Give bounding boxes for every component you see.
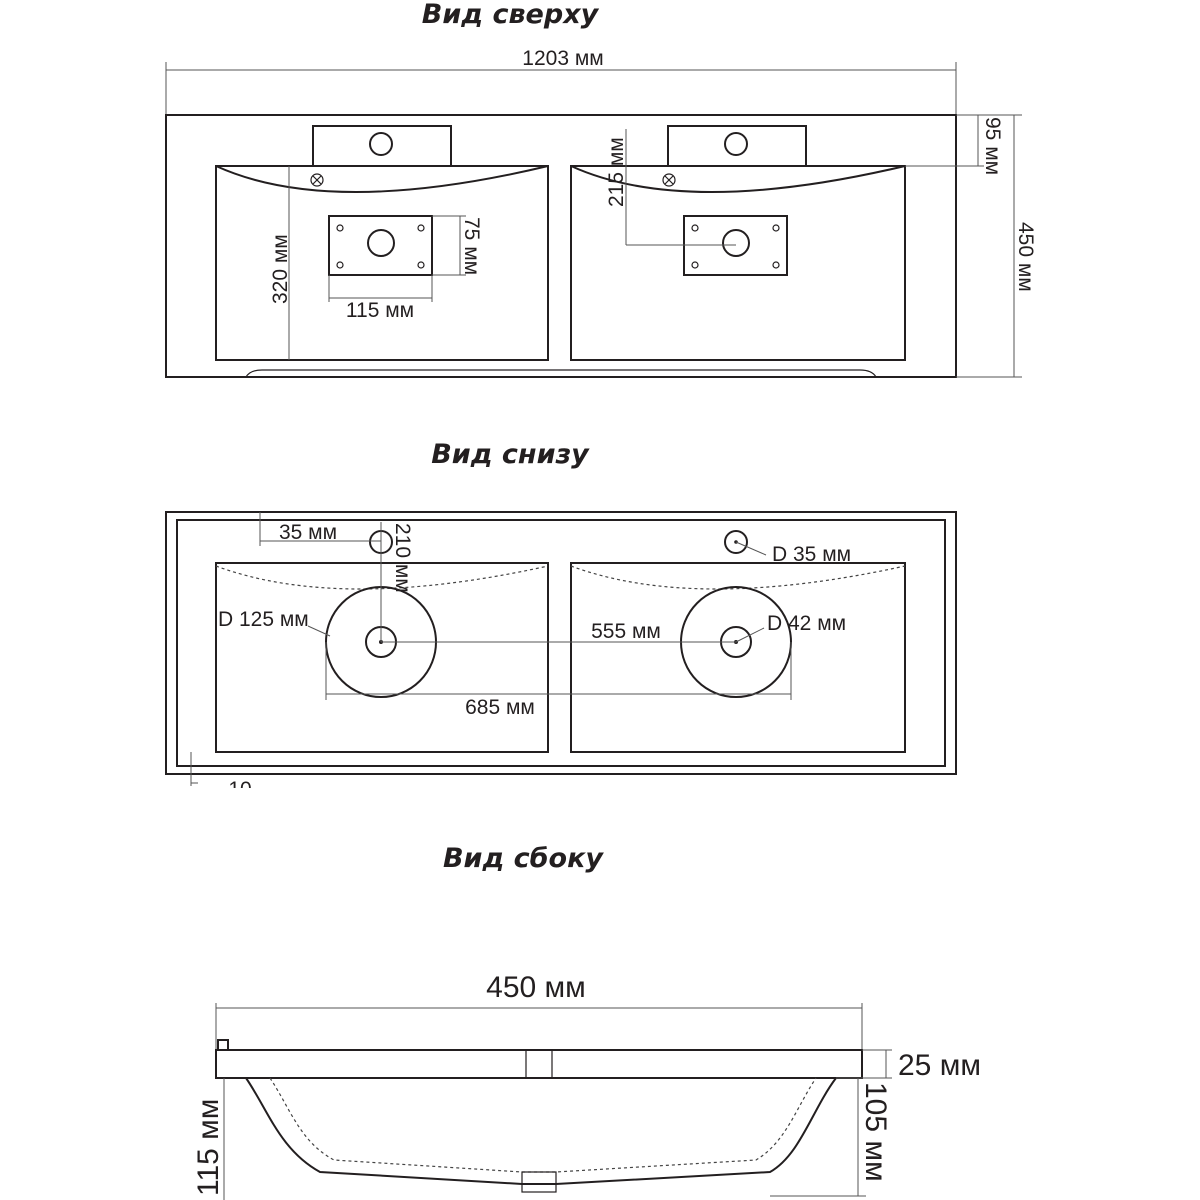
left-faucet-plinth xyxy=(312,125,452,167)
right-drain-hole xyxy=(722,229,750,257)
side-view-title: Вид сбоку xyxy=(443,843,604,874)
bottom-outer-span-dimension: 685 мм xyxy=(325,642,792,719)
top-depth-label: 450 мм xyxy=(1014,222,1037,292)
top-front-lip xyxy=(245,369,877,378)
side-slab-thickness-dimension: 25 мм xyxy=(862,1049,981,1082)
side-bowl xyxy=(245,1077,837,1193)
bottom-drain-outer-callout: D 125 мм xyxy=(218,608,331,637)
bottom-outer-outline xyxy=(165,511,957,775)
left-mount-plate xyxy=(328,215,433,276)
top-view: Вид сверху 1203 мм xyxy=(165,0,1037,378)
top-width-dimension: 1203 мм xyxy=(165,47,957,115)
top-width-label: 1203 мм xyxy=(522,47,603,70)
bottom-drain-spacing-dimension: 555 мм xyxy=(381,620,736,643)
right-faucet-plinth xyxy=(667,125,807,167)
bottom-faucet-hole-callout: D 35 мм xyxy=(735,541,851,566)
side-depth-dimension: 450 мм xyxy=(215,971,863,1050)
top-bowl-depth-dimension: 320 мм xyxy=(269,166,292,360)
top-countertop-outline xyxy=(165,114,957,378)
right-faucet-hole xyxy=(724,132,748,156)
left-drain-hole xyxy=(367,229,395,257)
left-faucet-hole xyxy=(369,132,393,156)
bottom-faucet-hole-label: D 35 мм xyxy=(772,543,851,566)
bottom-view: Вид снизу 35 мм xyxy=(165,439,957,808)
bottom-view-title: Вид снизу xyxy=(431,439,590,470)
side-slab xyxy=(215,1039,863,1079)
bottom-edge-dimension: 10 xyxy=(180,752,290,808)
bottom-faucet-y-dimension: 210 мм xyxy=(380,522,414,642)
side-total-height-label: 115 мм xyxy=(192,1099,225,1196)
top-plate-height-dimension: 75 мм xyxy=(432,215,483,276)
right-faucet-hole-bottom xyxy=(724,530,748,554)
top-back-offset-dimension: 95 мм xyxy=(905,114,1004,175)
left-overflow-icon xyxy=(310,173,324,187)
top-plate-width-dimension: 115 мм xyxy=(328,275,433,322)
top-view-title: Вид сверху xyxy=(422,0,600,30)
left-bowl-top xyxy=(215,165,549,361)
bottom-faucet-x-label: 35 мм xyxy=(279,521,337,544)
left-bowl-bottom xyxy=(215,562,549,753)
bottom-drain-inner-label: D 42 мм xyxy=(767,612,846,635)
top-drain-offset-dimension: 215 мм xyxy=(605,129,736,246)
side-total-height-dimension: 115 мм xyxy=(192,1078,225,1200)
top-plate-height-label: 75 мм xyxy=(460,217,483,275)
top-bowl-depth-label: 320 мм xyxy=(269,234,292,304)
side-bowl-height-dimension: 105 мм xyxy=(770,1077,892,1197)
bottom-drain-spacing-label: 555 мм xyxy=(591,620,661,643)
side-slab-thickness-label: 25 мм xyxy=(898,1049,981,1082)
right-bowl-bottom xyxy=(570,562,906,753)
bottom-faucet-y-label: 210 мм xyxy=(391,523,414,593)
bottom-drain-outer-label: D 125 мм xyxy=(218,608,309,631)
top-drain-offset-label: 215 мм xyxy=(605,137,628,207)
side-drain-outlet xyxy=(521,1171,557,1193)
bottom-inner-outline xyxy=(176,519,946,767)
right-overflow-icon xyxy=(662,173,676,187)
bottom-drain-inner-callout: D 42 мм xyxy=(735,612,846,643)
top-plate-width-label: 115 мм xyxy=(346,299,414,322)
top-back-offset-label: 95 мм xyxy=(981,117,1004,175)
bottom-outer-span-label: 685 мм xyxy=(465,696,535,719)
top-depth-dimension: 450 мм xyxy=(956,114,1037,378)
bottom-faucet-x-dimension: 35 мм xyxy=(259,512,381,546)
side-faucet-bore xyxy=(525,1049,553,1079)
side-view: Вид сбоку 450 мм 25 мм xyxy=(192,843,981,1200)
side-depth-label: 450 мм xyxy=(486,971,586,1004)
side-bowl-height-label: 105 мм xyxy=(859,1082,892,1182)
